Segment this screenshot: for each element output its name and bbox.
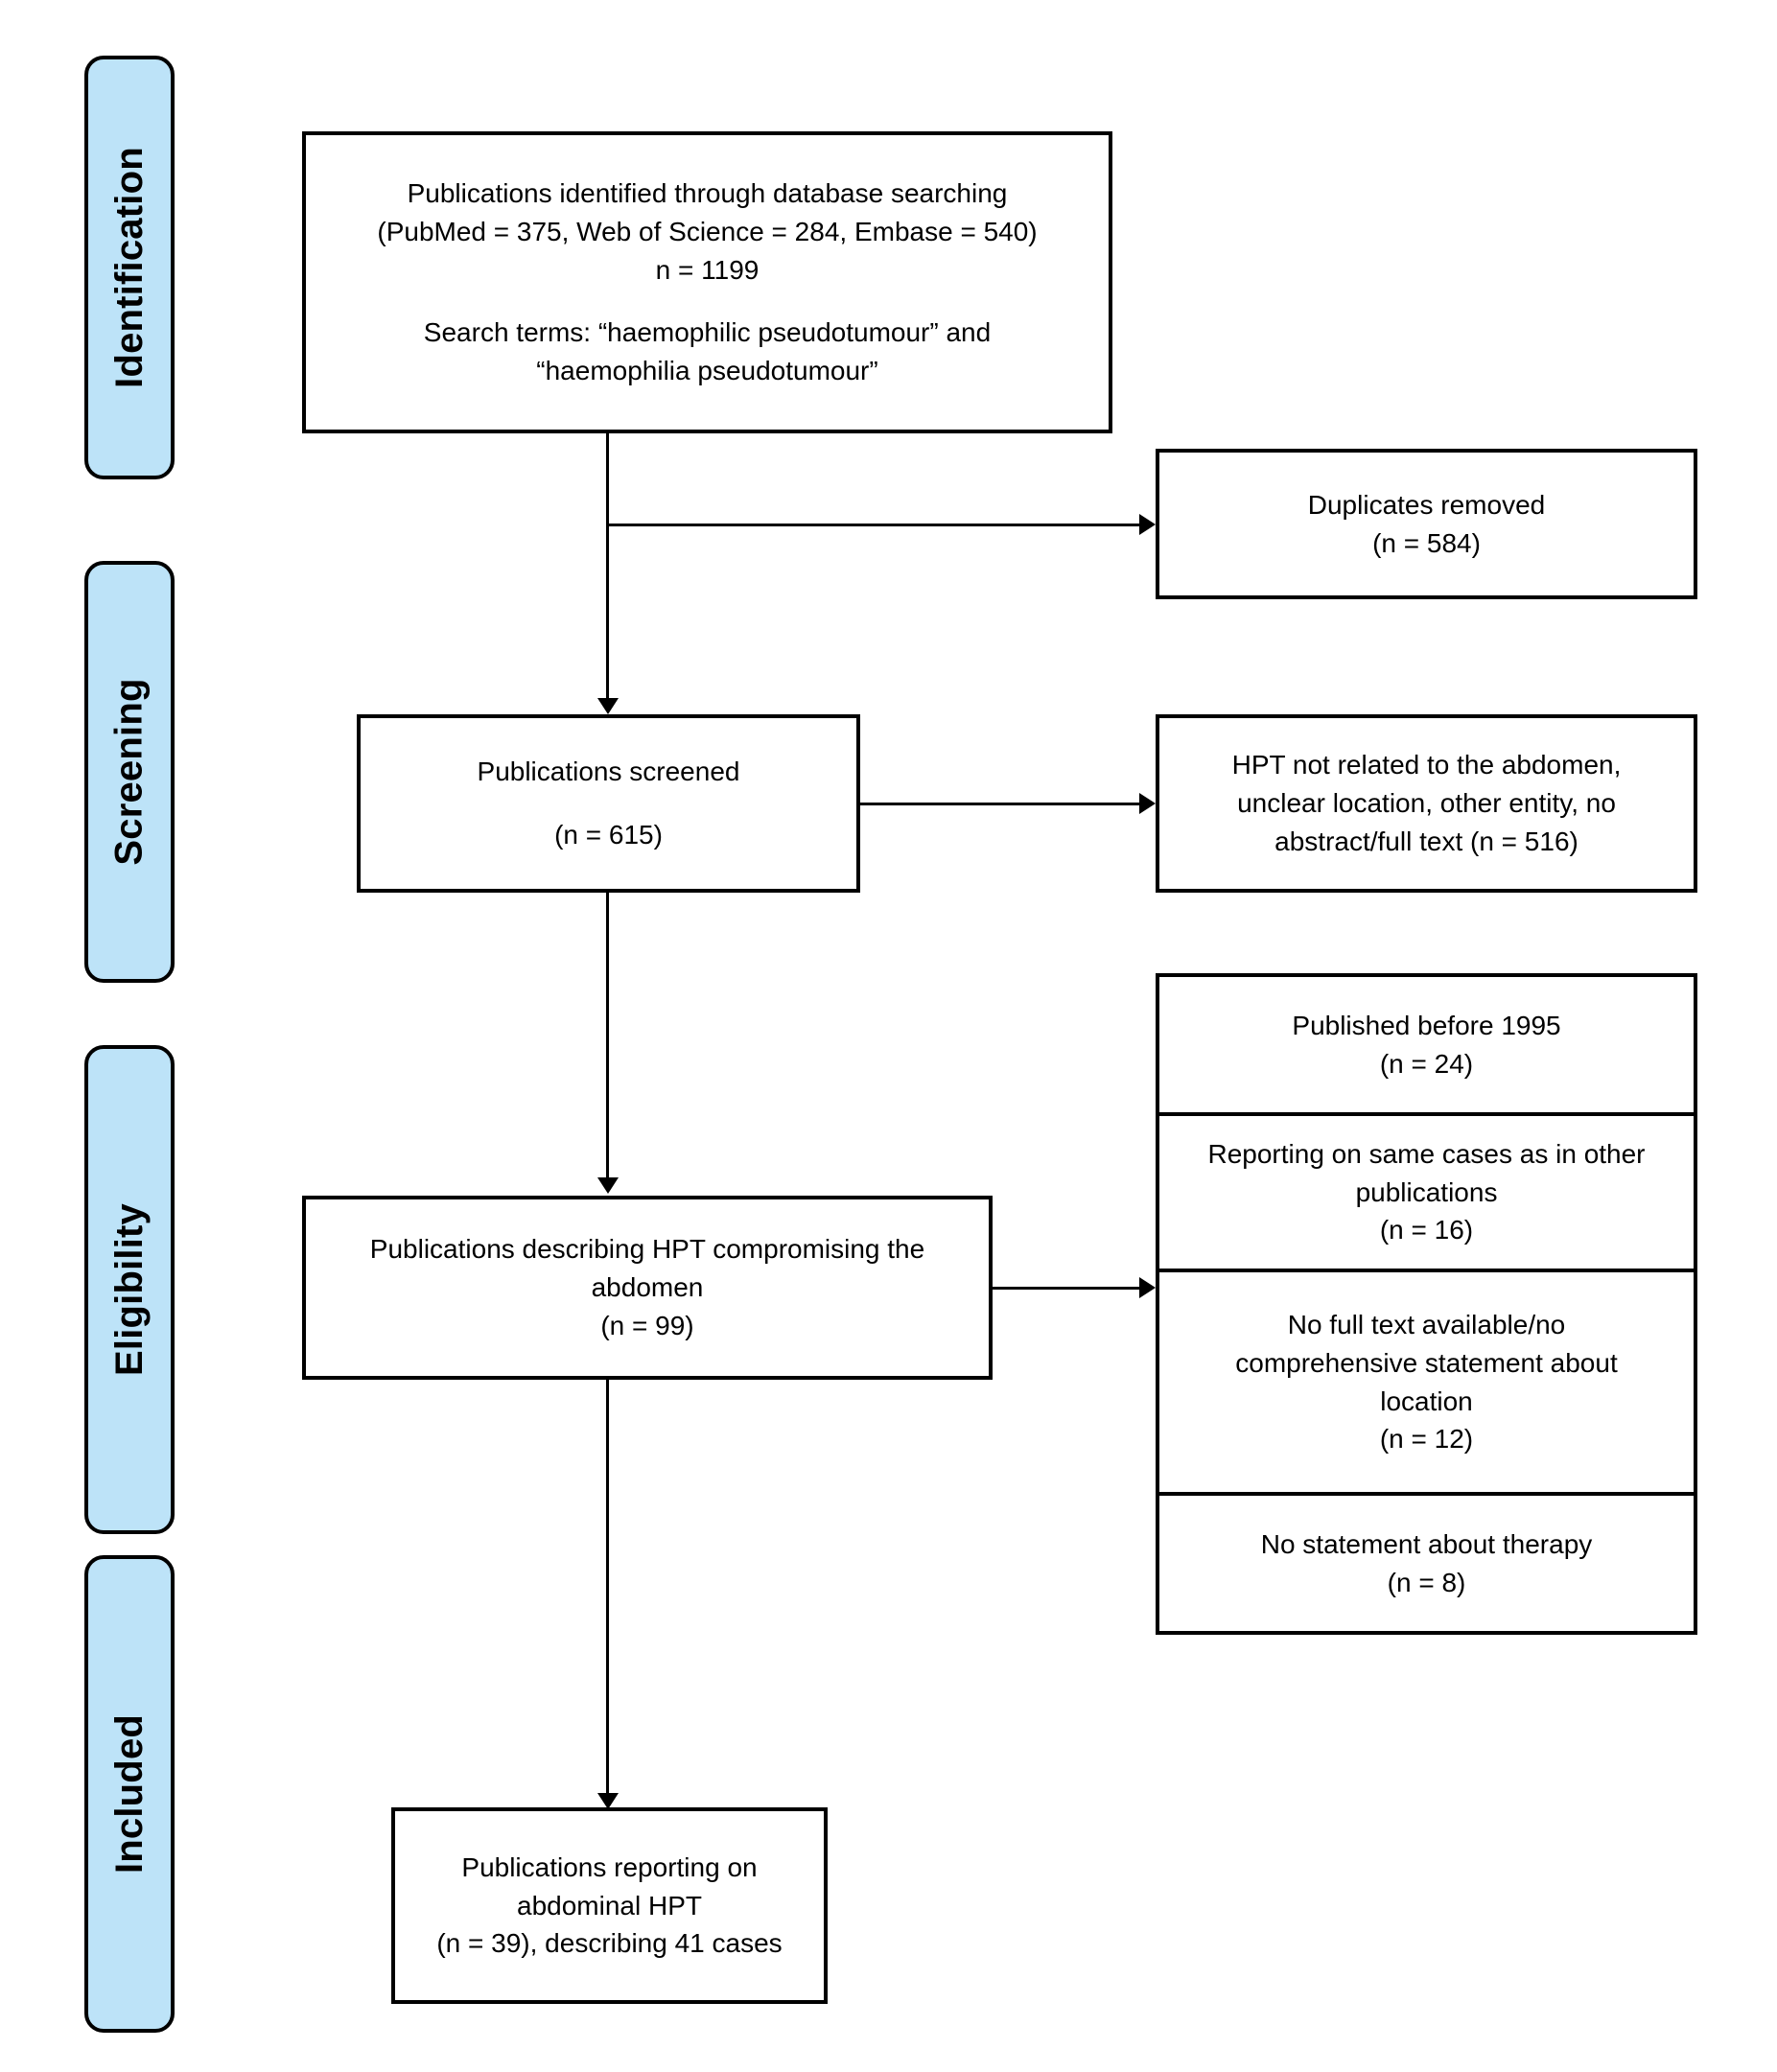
- exclusion-0-line-1: Published before 1995: [1292, 1010, 1561, 1040]
- exclusion-1-line-1: Reporting on same cases as in other: [1207, 1138, 1646, 1169]
- box-publications-included: Publications reporting on abdominal HPT …: [391, 1807, 828, 2004]
- exclusion-cell-same-cases-other-publications: Reporting on same cases as in other publ…: [1159, 1116, 1694, 1272]
- exclusion-0-line-2: (n = 24): [1379, 1048, 1474, 1079]
- exclusion-cell-no-statement-about-therapy: No statement about therapy (n = 8): [1159, 1496, 1694, 1631]
- phase-pill-screening: Screening: [84, 561, 175, 983]
- exclusion-3-line-2: (n = 8): [1387, 1567, 1466, 1597]
- phase-pill-eligibility: Eligibility: [84, 1045, 175, 1534]
- eligible-line-3: (n = 99): [600, 1310, 694, 1340]
- phase-label-screening: Screening: [108, 678, 152, 866]
- box-publications-identified: Publications identified through database…: [302, 131, 1112, 433]
- eligible-line-1: Publications describing HPT compromising…: [369, 1234, 925, 1265]
- screening-excluded-line-3: abstract/full text (n = 516): [1274, 826, 1578, 856]
- eligibility-exclusion-group: Published before 1995 (n = 24) Reporting…: [1156, 973, 1697, 1635]
- included-line-3: (n = 39), describing 41 cases: [436, 1928, 783, 1959]
- phase-label-eligibility: Eligibility: [108, 1203, 151, 1376]
- identified-line-3: n = 1199: [655, 254, 760, 285]
- screening-excluded-line-1: HPT not related to the abdomen,: [1231, 750, 1622, 780]
- arrow-to-duplicates: [1139, 514, 1156, 535]
- connector-identified-to-screened: [606, 433, 609, 701]
- arrow-identified-to-screened: [597, 698, 619, 714]
- connector-to-duplicates: [606, 524, 1140, 526]
- arrow-eligible-to-exclusions: [1139, 1277, 1156, 1298]
- included-line-2: abdominal HPT: [517, 1890, 702, 1921]
- exclusion-2-line-4: (n = 12): [1379, 1424, 1474, 1455]
- connector-screened-to-eligible: [606, 893, 609, 1180]
- identified-line-5: “haemophilia pseudotumour”: [536, 356, 878, 386]
- duplicates-line-2: (n = 584): [1372, 527, 1481, 558]
- arrow-screened-to-eligible: [597, 1177, 619, 1194]
- box-publications-screened: Publications screened (n = 615): [357, 714, 860, 893]
- screened-line-2: (n = 615): [554, 820, 663, 850]
- exclusion-cell-published-before-1995: Published before 1995 (n = 24): [1159, 977, 1694, 1116]
- screened-line-1: Publications screened: [477, 757, 740, 787]
- connector-screened-to-exclusion: [858, 803, 1140, 805]
- included-line-1: Publications reporting on: [461, 1851, 758, 1882]
- exclusion-2-line-1: No full text available/no: [1287, 1310, 1566, 1339]
- exclusion-3-line-1: No statement about therapy: [1260, 1528, 1593, 1559]
- phase-label-identification: Identification: [108, 147, 151, 388]
- phase-label-included: Included: [108, 1713, 151, 1874]
- phase-pill-included: Included: [84, 1555, 175, 2033]
- box-publications-eligible: Publications describing HPT compromising…: [302, 1196, 993, 1380]
- duplicates-line-1: Duplicates removed: [1307, 489, 1546, 520]
- box-screening-excluded: HPT not related to the abdomen, unclear …: [1156, 714, 1697, 893]
- exclusion-2-line-2: comprehensive statement about: [1235, 1347, 1618, 1378]
- connector-eligible-to-included: [606, 1380, 609, 1798]
- exclusion-2-line-3: location: [1380, 1385, 1473, 1416]
- phase-pill-identification: Identification: [84, 56, 175, 479]
- exclusion-cell-no-full-text-or-location: No full text available/no comprehensive …: [1159, 1272, 1694, 1496]
- arrow-eligible-to-included: [597, 1793, 619, 1809]
- identified-line-1: Publications identified through database…: [407, 178, 1008, 209]
- identified-line-2: (PubMed = 375, Web of Science = 284, Emb…: [377, 216, 1038, 246]
- connector-eligible-to-exclusions: [991, 1287, 1140, 1290]
- arrow-screened-to-exclusion: [1139, 793, 1156, 814]
- identified-line-4: Search terms: “haemophilic pseudotumour”…: [423, 317, 992, 348]
- exclusion-1-line-2: publications: [1355, 1176, 1498, 1207]
- exclusion-1-line-3: (n = 16): [1379, 1215, 1474, 1246]
- eligible-line-2: abdomen: [591, 1272, 704, 1303]
- box-duplicates-removed: Duplicates removed (n = 584): [1156, 449, 1697, 599]
- screening-excluded-line-2: unclear location, other entity, no: [1237, 788, 1616, 819]
